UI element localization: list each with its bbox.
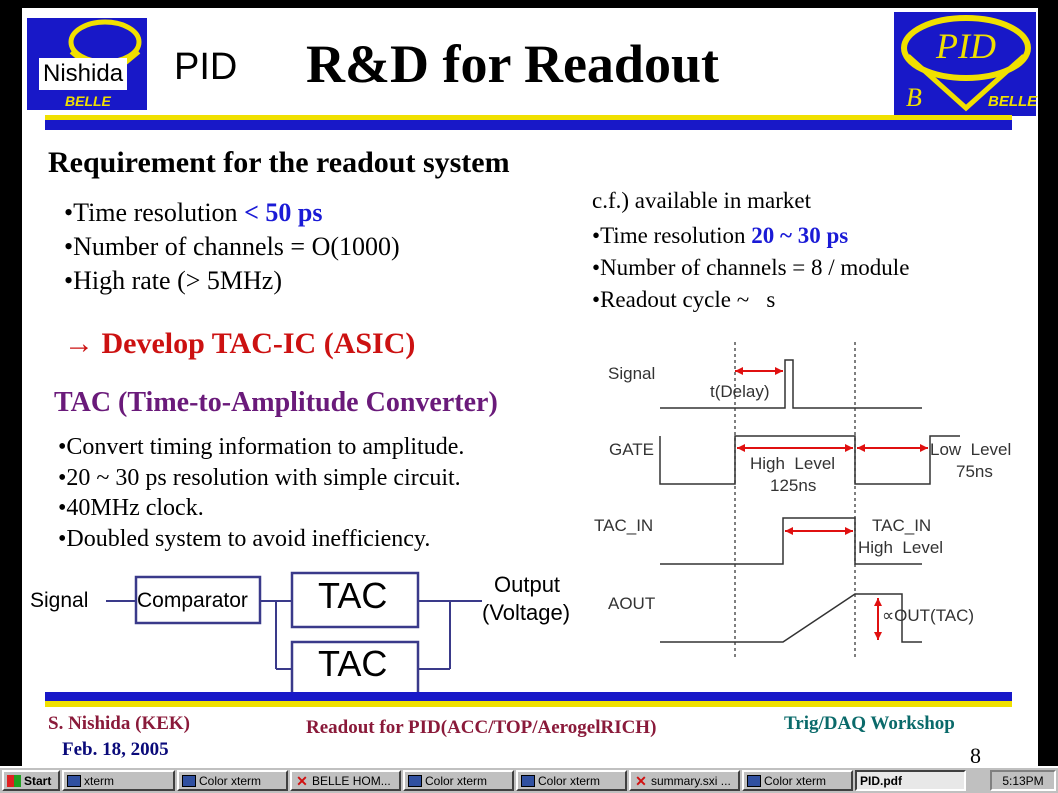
comparator-label: Comparator (137, 589, 248, 612)
timing-delay-label: t(Delay) (710, 382, 770, 401)
tac-item: •20 ~ 30 ps resolution with simple circu… (58, 464, 461, 491)
page-number: 8 (970, 743, 981, 767)
timing-tac-in-high-2: High Level (858, 538, 944, 557)
tac-item: •Convert timing information to amplitude… (58, 434, 465, 460)
develop-line: → Develop TAC-IC (ASIC) (64, 327, 416, 360)
footer-center: Readout for PID(ACC/TOP/AerogelRICH) (306, 717, 657, 738)
requirement-list: •Time resolution < 50 ps •Number of chan… (64, 196, 400, 298)
taskbar-item-label: PID.pdf (860, 773, 902, 788)
market-item: •Number of channels = 8 / module (592, 255, 910, 280)
taskbar-item-color-xterm-4[interactable]: Color xterm (742, 770, 853, 791)
taskbar-item-label: Color xterm (538, 773, 601, 788)
requirement-heading: Requirement for the readout system (48, 146, 510, 179)
taskbar-item-label: Color xterm (425, 773, 488, 788)
tac-item: •Doubled system to avoid inefficiency. (58, 525, 431, 552)
pid-logo-top: PID (936, 26, 996, 66)
page-title: R&D for Readout (306, 34, 719, 94)
header-yellow-bar (45, 115, 1012, 120)
gate-waveform (659, 435, 960, 485)
taskbar-item-label: Color xterm (199, 773, 262, 788)
timing-tac-in-label: TAC_IN (594, 516, 654, 535)
start-button[interactable]: Start (2, 770, 60, 791)
taskbar-item-label: xterm (84, 773, 114, 788)
pid-logo-left: B (906, 83, 922, 112)
market-item: •Readout cycle ~ s (592, 287, 776, 312)
logo-badge: Nishida (39, 58, 128, 90)
header-prefix: PID (174, 46, 238, 88)
terminal-icon (182, 774, 196, 787)
taskbar-item-label: BELLE HOM... (312, 773, 391, 788)
timing-aout-value: ∝OUT(TAC) (882, 606, 975, 625)
requirement-item: •Number of channels = O(1000) (64, 232, 400, 261)
block-diagram (106, 571, 482, 693)
pid-emblem-icon (901, 15, 1031, 112)
taskbar-clock: 5:13PM (990, 770, 1056, 791)
tac-list: •Convert timing information to amplitude… (58, 432, 464, 554)
timing-low-level-1: Low Level (930, 440, 1012, 459)
taskbar-item-pid-pdf[interactable]: PID.pdf (855, 770, 966, 791)
taskbar-item-label: summary.sxi ... (651, 773, 731, 788)
taskbar-item-xterm[interactable]: xterm (62, 770, 175, 791)
pid-logo-right: PID B BELLE (894, 12, 1038, 116)
signal-waveform (660, 359, 922, 409)
terminal-icon (408, 774, 422, 787)
footer-author: S. Nishida (KEK) (48, 713, 191, 734)
x-icon: ✕ (296, 772, 308, 789)
terminal-icon (67, 774, 81, 787)
timing-signal-label: Signal (608, 364, 656, 383)
terminal-icon (747, 774, 761, 787)
timing-high-level-2: 125ns (770, 476, 817, 495)
windows-logo-icon (7, 774, 21, 787)
output-label-2: (Voltage) (482, 600, 571, 625)
timing-aout-label: AOUT (608, 594, 656, 613)
start-label: Start (24, 773, 52, 788)
market-list: •Time resolution 20 ~ 30 ps •Number of c… (592, 220, 909, 316)
belle-logo-left: Nishida BELLE (27, 18, 147, 110)
taskbar-item-color-xterm-1[interactable]: Color xterm (177, 770, 288, 791)
tac-top-label: TAC (318, 575, 388, 616)
timing-tac-in-high-1: TAC_IN (872, 516, 932, 535)
footer-blue-bar (45, 692, 1012, 701)
pid-logo-right-word: BELLE (988, 93, 1038, 110)
timing-gate-label: GATE (609, 440, 655, 459)
logo-word: BELLE (65, 93, 111, 109)
x-icon: ✕ (635, 772, 647, 789)
terminal-icon (521, 774, 535, 787)
footer-yellow-bar (45, 701, 1012, 707)
requirement-item: •Time resolution < 50 ps (64, 198, 323, 227)
market-heading: c.f.) available in market (592, 188, 812, 213)
timing-low-level-2: 75ns (956, 462, 993, 481)
header-blue-bar (45, 120, 1012, 130)
taskbar-item-label: Color xterm (764, 773, 827, 788)
output-label-1: Output (494, 572, 561, 597)
taskbar-item-summary[interactable]: ✕ summary.sxi ... (629, 770, 740, 791)
requirement-item: •High rate (> 5MHz) (64, 266, 282, 295)
tac-in-waveform (660, 517, 922, 565)
block-signal-label: Signal (30, 589, 89, 612)
market-item: •Time resolution 20 ~ 30 ps (592, 223, 849, 248)
taskbar-item-color-xterm-2[interactable]: Color xterm (403, 770, 514, 791)
taskbar-item-color-xterm-3[interactable]: Color xterm (516, 770, 627, 791)
taskbar: Start xterm Color xterm ✕ BELLE HOM... C… (0, 766, 1058, 793)
timing-diagram (659, 342, 960, 658)
footer-date: Feb. 18, 2005 (62, 739, 169, 760)
taskbar-item-belle-home[interactable]: ✕ BELLE HOM... (290, 770, 401, 791)
timing-high-level-1: High Level (750, 454, 836, 473)
footer-right: Trig/DAQ Workshop (784, 713, 955, 734)
aout-waveform (660, 593, 922, 643)
tac-heading: TAC (Time-to-Amplitude Converter) (54, 387, 498, 418)
tac-bottom-label: TAC (318, 643, 388, 684)
slide: Nishida BELLE PID R&D for Readout PID B … (22, 8, 1038, 766)
tac-item: •40MHz clock. (58, 495, 204, 521)
